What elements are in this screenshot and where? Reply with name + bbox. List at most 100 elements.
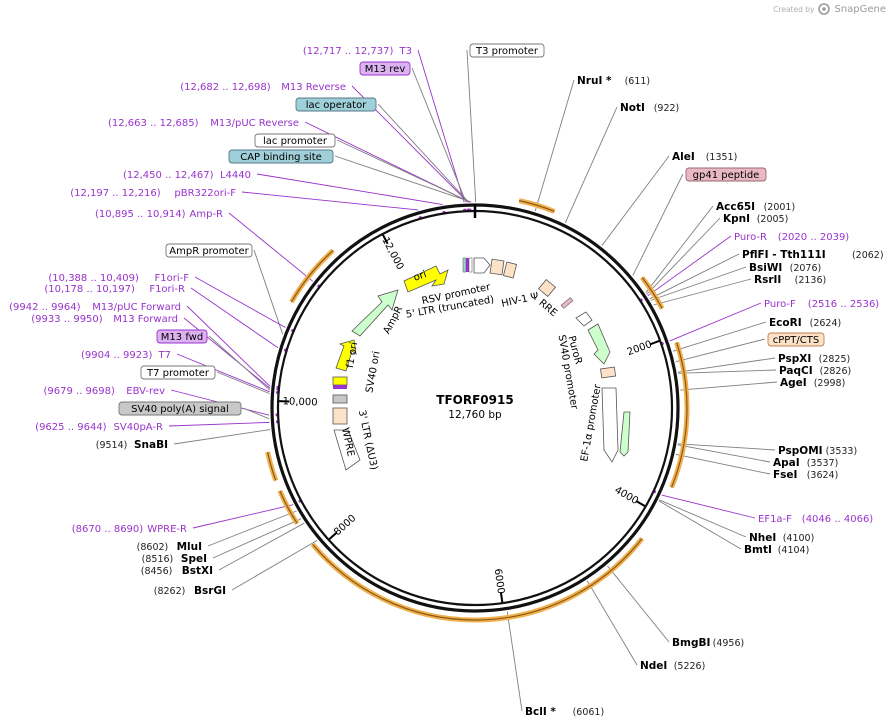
feature-label-left-3[interactable]: lac operator bbox=[295, 97, 377, 112]
feature-label-left-20[interactable]: SV40pA-R(9625 .. 9644) bbox=[35, 422, 163, 433]
site-label-right-12[interactable]: EcoRI(2624) bbox=[769, 317, 841, 329]
site-label-right-15[interactable]: PaqCI (2826) bbox=[779, 365, 851, 377]
label-name-left-11: F1ori-F bbox=[155, 273, 190, 284]
leader-right-2 bbox=[564, 106, 618, 224]
site-label-right-18[interactable]: ApaI (3537) bbox=[773, 457, 838, 469]
feature-label-left-4[interactable]: M13/pUC Reverse(12,663 .. 12,685) bbox=[108, 118, 299, 129]
feature-label-left-7[interactable]: L4440(12,450 .. 12,467) bbox=[123, 170, 251, 181]
inner-feature-label-11: 3' LTR (ΔU3) bbox=[356, 409, 379, 471]
site-label-right-25[interactable]: BclI *(6061) bbox=[525, 706, 604, 718]
site-label-left-25[interactable]: BstXI(8456) bbox=[141, 565, 213, 577]
site-label-right-24[interactable]: NdeI(5226) bbox=[640, 660, 705, 672]
feature-label-right-11[interactable]: Puro-F(2516 .. 2536) bbox=[764, 299, 879, 310]
label-pos-right-5: (2001) bbox=[764, 202, 796, 213]
site-label-right-8[interactable]: PflFI - Tth111I(2062) bbox=[742, 249, 884, 261]
feature-label-left-10[interactable]: AmpR promoter bbox=[165, 243, 253, 258]
tick-label-5: 12,000 bbox=[379, 236, 405, 272]
tick-mark-2 bbox=[499, 592, 504, 603]
label-name-left-12: F1ori-R bbox=[149, 284, 185, 295]
label-pos-right-21: (4100) bbox=[783, 533, 815, 544]
site-label-right-17[interactable]: PspOMI(3533) bbox=[778, 445, 857, 457]
label-pos-right-14: (2825) bbox=[819, 354, 851, 365]
leader-left-7 bbox=[256, 173, 443, 205]
outer-feature-arcs bbox=[265, 198, 690, 623]
label-name-right-18: ApaI bbox=[773, 457, 800, 469]
site-label-right-22[interactable]: BmtI(4104) bbox=[744, 544, 809, 556]
created-by-text: Created by bbox=[773, 4, 815, 14]
label-pos-right-25: (6061) bbox=[573, 707, 605, 718]
label-pos-right-12: (2624) bbox=[810, 318, 842, 329]
feature-label-left-14[interactable]: M13 Forward(9933 .. 9950) bbox=[31, 314, 178, 325]
label-box-left-17 bbox=[140, 365, 216, 380]
label-box-left-1 bbox=[359, 61, 411, 76]
label-name-right-21: NheI bbox=[749, 532, 776, 544]
feature-label-left-8[interactable]: pBR322ori-F(12,197 .. 12,216) bbox=[70, 188, 236, 199]
label-name-left-4: M13/pUC Reverse bbox=[210, 118, 299, 129]
leader-right-10 bbox=[653, 278, 752, 306]
feature-label-left-1[interactable]: M13 rev bbox=[359, 61, 411, 76]
feature-label-left-22[interactable]: WPRE-R(8670 .. 8690) bbox=[72, 524, 187, 535]
feature-label-left-6[interactable]: CAP binding site bbox=[228, 149, 334, 164]
site-label-right-1[interactable]: NruI *(611) bbox=[577, 75, 650, 87]
label-name-left-14: M13 Forward bbox=[113, 314, 178, 325]
feature-label-left-0[interactable]: T3(12,717 .. 12,737) bbox=[303, 46, 412, 57]
label-pos-right-8: (2062) bbox=[852, 250, 884, 261]
label-pos-right-16: (2998) bbox=[814, 378, 846, 389]
leader-left-9 bbox=[228, 212, 313, 282]
feature-label-left-2[interactable]: M13 Reverse(12,682 .. 12,698) bbox=[180, 82, 346, 93]
inner-feature-label-4: RRE bbox=[536, 298, 559, 319]
site-label-right-10[interactable]: RsrII(2136) bbox=[754, 274, 826, 286]
feature-label-left-15[interactable]: M13 fwd bbox=[156, 329, 208, 344]
label-pos-right-2: (922) bbox=[654, 103, 680, 114]
label-pos-left-2: (12,682 .. 12,698) bbox=[180, 82, 271, 93]
label-name-left-24: SpeI bbox=[181, 553, 207, 565]
site-label-left-21[interactable]: SnaBI(9514) bbox=[96, 439, 168, 451]
site-label-right-6[interactable]: KpnI(2005) bbox=[723, 213, 788, 225]
label-pos-right-15: (2826) bbox=[820, 366, 852, 377]
orange-arc-core-6 bbox=[290, 250, 334, 303]
feature-label-left-18[interactable]: EBV-rev(9679 .. 9698) bbox=[43, 386, 165, 397]
label-name-right-15: PaqCI bbox=[779, 365, 813, 377]
feature-label-right-0[interactable]: T3 promoter bbox=[469, 43, 545, 58]
site-label-right-21[interactable]: NheI (4100) bbox=[749, 532, 814, 544]
leader-right-6 bbox=[646, 217, 721, 295]
leader-right-14 bbox=[677, 357, 776, 373]
site-label-right-19[interactable]: FseI(3624) bbox=[773, 469, 838, 481]
site-label-left-24[interactable]: SpeI(8516) bbox=[142, 553, 207, 565]
label-box-left-6 bbox=[228, 149, 334, 164]
feature-label-left-19[interactable]: SV40 poly(A) signal bbox=[118, 401, 242, 416]
feature-label-left-11[interactable]: F1ori-F(10,388 .. 10,409) bbox=[48, 273, 189, 284]
feature-label-right-13[interactable]: cPPT/CTS bbox=[767, 332, 825, 347]
label-name-left-6: CAP binding site bbox=[240, 152, 322, 163]
site-label-left-23[interactable]: MluI(8602) bbox=[137, 541, 202, 553]
label-name-left-1: M13 rev bbox=[365, 64, 406, 75]
feature-label-left-13[interactable]: M13/pUC Forward(9942 .. 9964) bbox=[9, 302, 181, 313]
leader-right-5 bbox=[645, 205, 714, 294]
feature-label-left-9[interactable]: Amp-R(10,895 .. 10,914) bbox=[95, 209, 223, 220]
label-pos-right-18: (3537) bbox=[807, 458, 839, 469]
site-label-left-26[interactable]: BsrGI(8262) bbox=[154, 585, 226, 597]
site-label-right-16[interactable]: AgeI(2998) bbox=[780, 377, 845, 389]
site-label-right-14[interactable]: PspXI(2825) bbox=[778, 353, 850, 365]
feature-label-left-16[interactable]: T7(9904 .. 9923) bbox=[81, 350, 171, 361]
label-name-right-6: KpnI bbox=[723, 213, 750, 225]
feature-label-left-12[interactable]: F1ori-R(10,178 .. 10,197) bbox=[44, 284, 185, 295]
site-label-right-2[interactable]: NotI(922) bbox=[620, 102, 679, 114]
label-pos-right-24: (5226) bbox=[674, 661, 706, 672]
f1-ori-feature bbox=[335, 339, 357, 372]
site-label-right-23[interactable]: BmgBI(4956) bbox=[672, 637, 744, 649]
tick-label-0: 2000 bbox=[626, 339, 654, 358]
leader-right-24 bbox=[586, 580, 638, 666]
tick-mark-0 bbox=[649, 340, 660, 346]
feature-label-right-4[interactable]: gp41 peptide bbox=[685, 167, 767, 182]
site-label-right-5[interactable]: Acc65I(2001) bbox=[716, 201, 795, 213]
site-label-right-3[interactable]: AleI(1351) bbox=[672, 151, 737, 163]
feature-label-right-7[interactable]: Puro-R(2020 .. 2039) bbox=[734, 232, 849, 243]
label-box-right-0 bbox=[469, 43, 545, 58]
feature-label-left-5[interactable]: lac promoter bbox=[254, 133, 336, 148]
label-pos-left-18: (9679 .. 9698) bbox=[43, 386, 115, 397]
site-label-right-9[interactable]: BsiWI(2076) bbox=[749, 262, 821, 274]
feature-label-left-17[interactable]: T7 promoter bbox=[140, 365, 216, 380]
label-name-right-4: gp41 peptide bbox=[693, 170, 760, 181]
feature-label-right-20[interactable]: EF1a-F(4046 .. 4066) bbox=[758, 514, 873, 525]
